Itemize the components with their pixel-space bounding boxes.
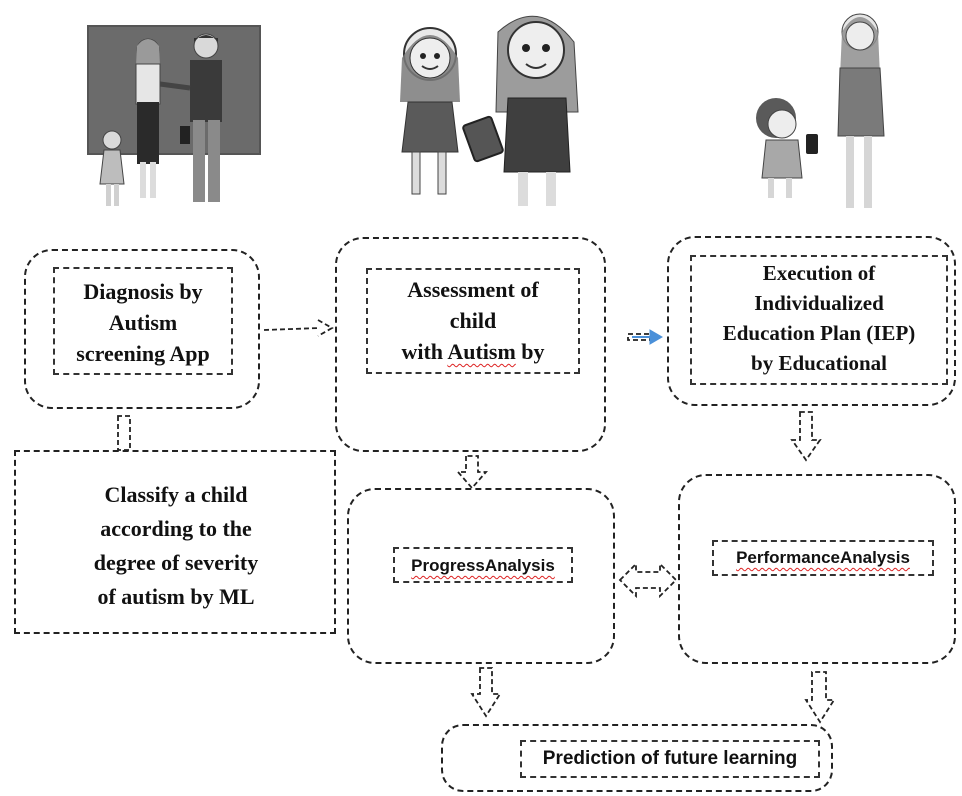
mother-with-girl-and-phone-illustration xyxy=(756,13,885,208)
diagnosis-node xyxy=(24,249,260,409)
execution-label-frame xyxy=(690,255,948,385)
prediction-label: Prediction of future learning xyxy=(542,748,798,769)
performance-analysis-node xyxy=(678,474,956,664)
diagnosis-label-frame xyxy=(53,267,233,375)
assessment-line-3-pre: with xyxy=(401,339,448,364)
arrow-diagnosis-to-classify xyxy=(117,415,131,451)
diagnosis-label: Diagnosis by Autism screening App xyxy=(76,279,210,366)
progress-analysis-label: ProgressAnalysis xyxy=(411,556,555,575)
assessment-line-3: with Autism by xyxy=(362,336,584,367)
arrow-assessment-to-execution-head xyxy=(649,329,663,345)
classify-node xyxy=(14,450,336,634)
arrow-performance-to-prediction xyxy=(804,671,836,724)
prediction-node xyxy=(441,724,833,792)
assessment-line-3-word: Autism xyxy=(447,339,516,364)
assessment-label: Assessment of child with Autism by xyxy=(362,274,584,367)
teacher-with-girl-and-tablet-illustration xyxy=(400,15,579,206)
arrow-diagnosis-to-assessment-head xyxy=(317,319,334,337)
performance-analysis-label-frame xyxy=(712,540,934,576)
prediction-label-frame xyxy=(520,740,820,778)
progress-analysis-node xyxy=(347,488,615,664)
progress-analysis-label-frame xyxy=(393,547,573,583)
assessment-label-frame xyxy=(366,268,580,374)
arrow-progress-to-prediction xyxy=(470,667,502,718)
arrow-execution-to-performance xyxy=(790,411,822,462)
execution-node xyxy=(667,236,956,406)
arrow-progress-performance-bidirectional xyxy=(618,561,678,599)
arrow-assessment-to-progress xyxy=(456,455,488,490)
classify-label: Classify a child according to the degree… xyxy=(93,482,259,609)
execution-label: Execution of Individualized Education Pl… xyxy=(722,261,916,375)
arrow-diagnosis-to-assessment xyxy=(263,327,321,331)
assessment-line-3-post: by xyxy=(515,339,545,364)
assessment-line-1: Assessment of xyxy=(407,277,539,302)
assessment-line-2: child xyxy=(449,308,497,333)
performance-analysis-label: PerformanceAnalysis xyxy=(736,548,910,567)
assessment-node xyxy=(335,237,606,452)
family-with-teacher-illustration xyxy=(87,25,261,206)
